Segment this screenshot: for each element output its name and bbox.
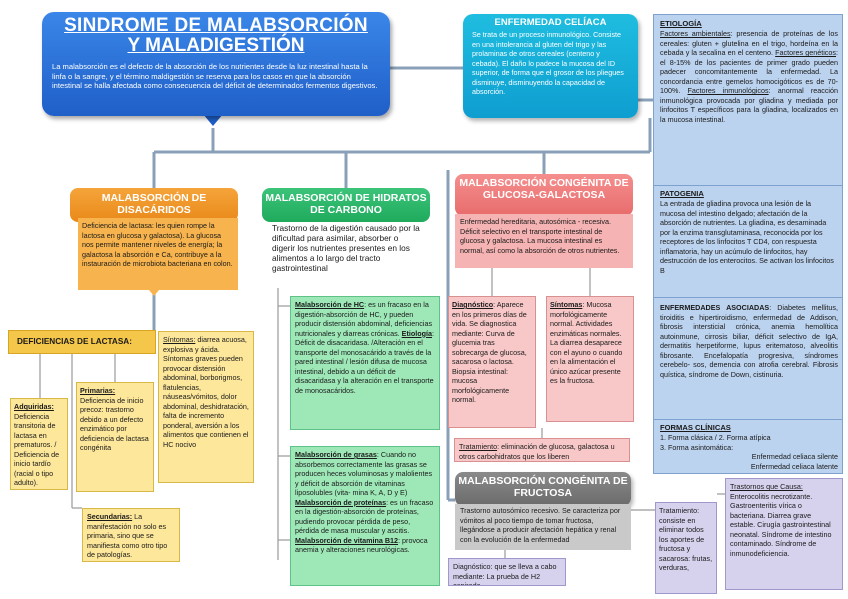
- malabsorcion-hc-label: Malabsorción de HC: [295, 300, 365, 309]
- factores-ambientales-label: Factores ambientales: [660, 29, 731, 38]
- adquiridas-label: Adquiridas:: [14, 402, 54, 411]
- malabsorcion-proteinas-label: Malabsorción de proteínas: [295, 497, 387, 507]
- secundarias-text: La manifestación no solo es primaria, si…: [87, 512, 168, 559]
- formas-line2: 3. Forma asintomática:: [660, 442, 734, 452]
- etiologia-section: ETIOLOGÍA Factores ambientales: presenci…: [660, 17, 838, 124]
- malabsorcion-b12-label: Malabsorción de vitamina B12: [295, 535, 399, 545]
- patogenia-section: PATOGENIA La entrada de gliadina provoca…: [660, 187, 838, 275]
- fructosa-header: MALABSORCIÓN CONGÉNITA DE FRUCTOSA: [455, 472, 631, 506]
- celiac-details-panel: ETIOLOGÍA Factores ambientales: presenci…: [653, 14, 843, 474]
- diagnostico-glucosa-box: Diagnóstico: Aparece en los primeros día…: [448, 296, 536, 428]
- fructosa-text: Trastorno autosómico recesivo. Se caract…: [460, 506, 621, 544]
- diagnostico-fructosa-text: Diagnóstico: que se lleva a cabo mediant…: [453, 562, 557, 586]
- adquiridas-text: Deficiencia transitoria de lactasa en pr…: [14, 411, 60, 488]
- factores-inmunologicos-text: : anormal reacción inmunológica provocad…: [660, 86, 839, 124]
- factores-inmunologicos-label: Factores inmunológicos: [687, 86, 769, 95]
- patogenia-title: PATOGENIA: [660, 189, 704, 198]
- sintomas-glucosa-label: Síntomas: [550, 300, 583, 309]
- etiologia-title: ETIOLOGÍA: [660, 19, 702, 28]
- tratamiento-fructosa-text: Tratamiento: consiste en eliminar todos …: [659, 506, 713, 572]
- asociadas-text: : Diabetes mellitus, tiroiditis e hipert…: [660, 303, 838, 379]
- sintomas-glucosa-box: Síntomas: Mucosa morfológicamente normal…: [546, 296, 634, 422]
- divider: [654, 185, 842, 186]
- trastornos-causa-text: Enterocolitis necrotizante. Gastroenteri…: [730, 491, 832, 558]
- formas-section: FORMAS CLÍNICAS 1. Forma clásica / 2. Fo…: [660, 421, 838, 471]
- hidratos-carbono-text: Trastorno de la digestión causado por la…: [272, 223, 420, 274]
- malabsorcion-b12-text: : provoca anemia y alteraciones neurológ…: [295, 535, 428, 555]
- disacaridos-header: MALABSORCIÓN DE DISACÁRIDOS: [70, 188, 238, 222]
- glucosa-galactosa-header: MALABSORCIÓN CONGÉNITA DE GLUCOSA-GALACT…: [455, 174, 633, 216]
- tratamiento-glucosa-text: : eliminación de glucosa, galactosa u ot…: [459, 442, 615, 461]
- disacaridos-text: Deficiencia de lactasa: les quien rompe …: [82, 221, 233, 268]
- main-title-box: SINDROME DE MALABSORCIÓN Y MALADIGESTIÓN…: [42, 12, 390, 116]
- etiologia-hc-label: Etiología: [401, 328, 433, 338]
- glucosa-galactosa-body: Enfermedad hereditaria, autosómica - rec…: [455, 214, 633, 268]
- fructosa-body: Trastorno autosómico recesivo. Se caract…: [455, 504, 631, 550]
- secundarias-box: Secundarias: La manifestación no solo es…: [82, 508, 180, 562]
- primarias-text: Deficiencia de inicio precoz: trastorno …: [80, 395, 149, 453]
- sintomas-lactasa-label: Síntomas:: [163, 335, 196, 344]
- divider: [654, 419, 842, 420]
- trastornos-causa-box: Trastornos que Causa: Enterocolitis necr…: [725, 478, 843, 590]
- etiologia-hc-text: : Déficit de disacaridasa. /Alteración e…: [295, 328, 435, 395]
- disacaridos-body: Deficiencia de lactasa: les quien rompe …: [78, 218, 238, 290]
- secundarias-label: Secundarias:: [87, 512, 133, 521]
- asociadas-title: ENFERMEDADES ASOCIADAS: [660, 303, 770, 312]
- main-title-line2: Y MALADIGESTIÓN: [127, 34, 305, 56]
- divider: [654, 297, 842, 298]
- glucosa-galactosa-text: Enfermedad hereditaria, autosómica - rec…: [460, 217, 620, 255]
- formas-line3: Enfermedad celiaca silente: [751, 452, 838, 461]
- diagnostico-glucosa-text: : Aparece en los primeros días de vida. …: [452, 300, 527, 404]
- factores-ambientales-text: : presencia de proteínas de los cereales…: [660, 29, 838, 57]
- factores-geneticos-text: : el 8-15% de los pacientes de primer gr…: [660, 48, 838, 95]
- patogenia-text: La entrada de gliadina provoca una lesió…: [660, 199, 834, 275]
- deficiencias-lactasa-header: DEFICIENCIAS DE LACTASA:: [8, 330, 156, 354]
- formas-line1: 1. Forma clásica / 2. Forma atípica: [660, 433, 771, 442]
- trastornos-causa-label: Trastornos que Causa:: [730, 482, 803, 491]
- adquiridas-box: Adquiridas: Deficiencia transitoria de l…: [10, 398, 68, 490]
- malabsorcion-proteinas-text: : es un fracaso en la digestión-absorció…: [295, 497, 434, 536]
- sintomas-glucosa-text: : Mucosa morfológicamente normal. Activi…: [550, 300, 623, 385]
- tratamiento-glucosa-label: Tratamiento: [459, 442, 498, 451]
- hidratos-carbono-body: Trastorno de la digestión causado por la…: [268, 220, 426, 280]
- asociadas-section: ENFERMEDADES ASOCIADAS: Diabetes mellitu…: [660, 301, 838, 379]
- malabsorcion-hc-box: Malabsorción de HC: es un fracaso en la …: [290, 296, 440, 430]
- diagnostico-glucosa-label: Diagnóstico: [452, 300, 494, 309]
- tratamiento-fructosa-box: Tratamiento: consiste en eliminar todos …: [655, 502, 717, 594]
- formas-title: FORMAS CLÍNICAS: [660, 423, 731, 432]
- tratamiento-glucosa-box: Tratamiento: eliminación de glucosa, gal…: [454, 438, 630, 462]
- sintomas-lactasa-text: diarrea acuosa, explosiva y ácida. Sínto…: [163, 335, 249, 449]
- malabsorcion-grasas-box: Malabsorción de grasas: Cuando no absorb…: [290, 446, 440, 586]
- malabsorcion-hc-text: : es un fracaso en la digestión-absorció…: [295, 300, 433, 338]
- main-title-description: La malabsorción es el defecto de la abso…: [52, 61, 378, 91]
- hidratos-carbono-header: MALABSORCIÓN DE HIDRATOS DE CARBONO: [262, 188, 430, 222]
- main-title-line1: SINDROME DE MALABSORCIÓN: [64, 15, 368, 36]
- celiac-disease-box: ENFERMEDAD CELÍACA Se trata de un proces…: [463, 14, 638, 118]
- primarias-label: Primarias:: [80, 386, 116, 395]
- celiac-title: ENFERMEDAD CELÍACA: [494, 17, 607, 28]
- malabsorcion-grasas-label: Malabsorción de grasas: [295, 450, 377, 459]
- factores-geneticos-label: Factores genéticos: [775, 48, 836, 57]
- formas-line4: Enfermedad celiaca latente: [750, 461, 838, 471]
- diagnostico-fructosa-box: Diagnóstico: que se lleva a cabo mediant…: [448, 558, 566, 586]
- sintomas-lactasa-box: Síntomas: diarrea acuosa, explosiva y ác…: [158, 331, 254, 483]
- malabsorcion-grasas-text: : Cuando no absorbemos correctamente las…: [295, 450, 433, 497]
- primarias-box: Primarias: Deficiencia de inicio precoz:…: [76, 382, 154, 492]
- celiac-description: Se trata de un proceso inmunológico. Con…: [472, 30, 624, 96]
